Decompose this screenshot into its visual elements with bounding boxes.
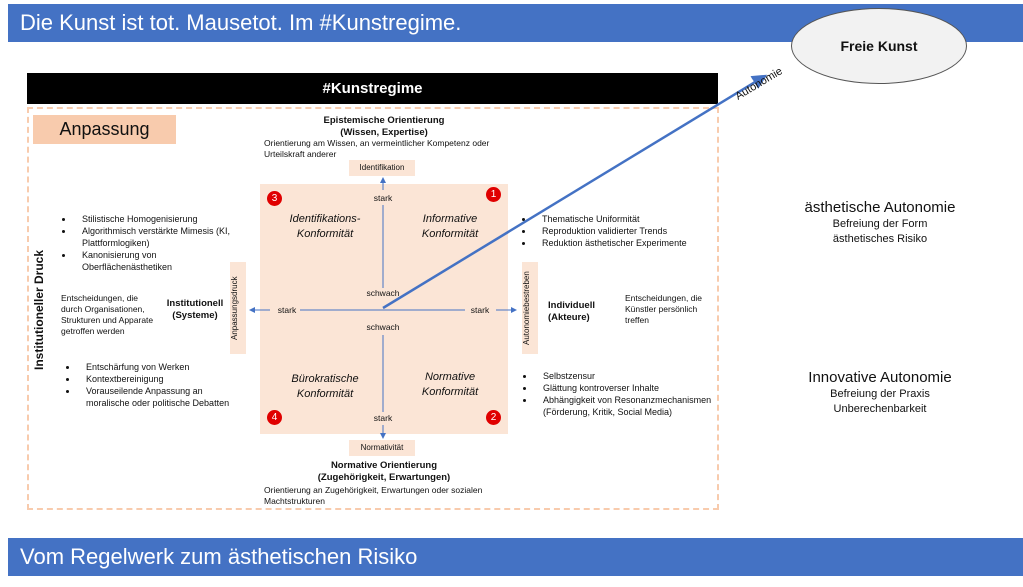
quadrant-matrix — [260, 184, 508, 434]
slide-footer-banner: Vom Regelwerk zum ästhetischen Risiko — [8, 538, 1023, 576]
freie-kunst-label: Freie Kunst — [840, 38, 918, 54]
bullet-item: Entschärfung von Werken — [78, 361, 248, 373]
quadrant-4-line2: Konformität — [296, 388, 354, 400]
aesthetische-autonomie-block: ästhetische Autonomie Befreiung der Form… — [760, 199, 1000, 247]
top-weak-label: schwach — [366, 288, 400, 298]
left-bottom-bullets: Entschärfung von Werken Kontextbereinigu… — [64, 361, 248, 409]
bottom-axis-description: Orientierung an Zugehörigkeit, Erwartung… — [264, 485, 483, 506]
aesthetische-autonomie-line2: ästhetisches Risiko — [832, 233, 928, 245]
quadrant-3-badge: 3 — [267, 191, 282, 206]
top-axis-title: Epistemische Orientierung (Wissen, Exper… — [250, 115, 518, 139]
quadrant-2-line1: Normative — [424, 371, 476, 383]
quadrant-1-line1: Informative — [422, 213, 478, 225]
kunstregime-bar: #Kunstregime — [27, 73, 718, 104]
kunstregime-title: #Kunstregime — [322, 80, 423, 97]
bottom-axis-title: Normative Orientierung (Zugehörigkeit, E… — [250, 460, 518, 484]
bottom-axis-title-text: Normative Orientierung — [330, 460, 438, 471]
bullet-item: Reproduktion validierter Trends — [534, 225, 734, 237]
normativitaet-tag: Normativität — [349, 440, 415, 456]
bullet-item: Kontextbereinigung — [78, 373, 248, 385]
bullet-item: Abhängigkeit von Resonanzmechanismen (Fö… — [535, 394, 735, 418]
bullet-item: Algorithmisch verstärkte Mimesis (KI, Pl… — [74, 225, 244, 249]
individuell-label-text: Individuell — [548, 300, 595, 311]
left-strong-label: stark — [277, 305, 297, 315]
institutionell-sublabel: (Systeme) — [172, 310, 218, 321]
quadrant-2-badge: 2 — [486, 410, 501, 425]
innovative-autonomie-block: Innovative Autonomie Befreiung der Praxi… — [760, 369, 1000, 417]
quadrant-3-label: Identifikations- Konformität — [275, 212, 375, 242]
individuell-sublabel: (Akteure) — [548, 312, 590, 323]
aesthetische-autonomie-line1: Befreiung der Form — [832, 218, 928, 230]
right-bottom-bullets: Selbstzensur Glättung kontroverser Inhal… — [521, 370, 735, 418]
innovative-autonomie-title: Innovative Autonomie — [808, 369, 952, 386]
institutionell-label-text: Institutionell — [166, 298, 224, 309]
anpassung-label: Anpassung — [33, 115, 176, 144]
anpassung-frame — [27, 107, 719, 510]
bullet-item: Reduktion ästhetischer Experimente — [534, 237, 734, 249]
bottom-strong-label: stark — [373, 413, 393, 423]
left-top-bullets: Stilistische Homogenisierung Algorithmis… — [60, 213, 244, 273]
top-axis-title-text: Epistemische Orientierung — [323, 115, 445, 126]
bullet-item: Thematische Uniformität — [534, 213, 734, 225]
bullet-item: Kanonisierung von Oberflächenästhetiken — [74, 249, 244, 273]
quadrant-1-line2: Konformität — [421, 228, 479, 240]
bullet-item: Vorauseilende Anpassung an moralische od… — [78, 385, 248, 409]
quadrant-3-line1: Identifikations- — [289, 213, 361, 225]
aesthetische-autonomie-title: ästhetische Autonomie — [804, 199, 956, 216]
individuell-description: Entscheidungen, die Künstler persönlich … — [625, 293, 703, 325]
institutionell-label: Institutionell (Systeme) — [160, 298, 230, 322]
bottom-axis-subtitle: (Zugehörigkeit, Erwartungen) — [317, 472, 451, 483]
bottom-weak-label: schwach — [366, 322, 400, 332]
footer-title: Vom Regelwerk zum ästhetischen Risiko — [20, 544, 418, 569]
bullet-item: Selbstzensur — [535, 370, 735, 382]
identifikation-tag: Identifikation — [349, 160, 415, 176]
bullet-item: Stilistische Homogenisierung — [74, 213, 244, 225]
top-strong-label: stark — [373, 193, 393, 203]
freie-kunst-ellipse: Freie Kunst — [791, 8, 967, 84]
quadrant-1-badge: 1 — [486, 187, 501, 202]
autonomie-arrow — [382, 74, 768, 310]
quadrant-3-line2: Konformität — [296, 228, 354, 240]
innovative-autonomie-line1: Befreiung der Praxis — [830, 388, 930, 400]
quadrant-4-badge: 4 — [267, 410, 282, 425]
autonomie-arrow-label: Autonomie — [733, 65, 784, 102]
right-top-bullets: Thematische Uniformität Reproduktion val… — [520, 213, 734, 249]
right-strong-label: stark — [470, 305, 490, 315]
bullet-item: Glättung kontroverser Inhalte — [535, 382, 735, 394]
institutionell-description: Entscheidungen, die durch Organisationen… — [61, 293, 154, 336]
quadrant-2-line2: Konformität — [421, 386, 479, 398]
top-axis-description: Orientierung am Wissen, an vermeintliche… — [264, 138, 490, 159]
slide-title: Die Kunst ist tot. Mausetot. Im #Kunstre… — [20, 10, 462, 35]
innovative-autonomie-line2: Unberechenbarkeit — [833, 403, 927, 415]
quadrant-4-line1: Bürokratische — [291, 373, 359, 385]
top-axis-subtitle: (Wissen, Expertise) — [340, 127, 428, 138]
individuell-label: Individuell (Akteure) — [548, 300, 618, 324]
